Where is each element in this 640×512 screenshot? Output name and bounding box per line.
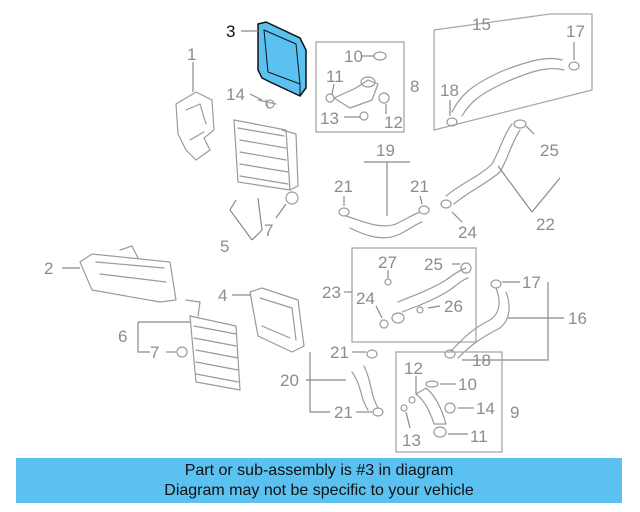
callout-22: 22 [536, 215, 555, 234]
part-4-duct-housing [249, 287, 305, 353]
callout-5: 5 [220, 237, 229, 256]
callout-12b: 12 [404, 359, 423, 378]
part-20-pipe [351, 349, 384, 417]
part-7-ring-a [285, 191, 299, 205]
leader-24b [375, 305, 383, 319]
leader-13b [405, 411, 411, 429]
callout-15: 15 [472, 15, 491, 34]
callout-18b: 18 [472, 351, 491, 370]
leader-7a [275, 203, 287, 219]
callout-7b: 7 [150, 343, 159, 362]
part-1 [175, 91, 215, 161]
callout-16: 16 [568, 309, 587, 328]
info-banner: Part or sub-assembly is #3 in diagram Di… [16, 458, 622, 503]
leader-26 [427, 305, 441, 309]
leader-5b [251, 197, 263, 241]
callout-10b: 10 [458, 375, 477, 394]
callout-14b: 14 [476, 399, 495, 418]
callout-24a: 24 [458, 223, 477, 242]
part-3-highlighted[interactable] [257, 21, 307, 97]
leader-22b [531, 177, 561, 213]
leader-24a [451, 211, 463, 223]
leader-14a [249, 93, 263, 101]
callout-14a: 14 [226, 85, 245, 104]
callout-10a: 10 [344, 47, 363, 66]
callout-26: 26 [444, 297, 463, 316]
parts-diagram: 3 1 14 5 7 2 6 7 4 [44, 13, 593, 453]
leader-20b [309, 352, 330, 413]
part-14-bolt [257, 99, 277, 109]
part-5-intercooler [233, 119, 299, 191]
callout-20: 20 [280, 371, 299, 390]
part-16-pipe [444, 279, 510, 359]
callout-12a: 12 [384, 113, 403, 132]
part-23-pipe [379, 262, 472, 329]
callout-21a: 21 [334, 177, 353, 196]
group-box-9 [395, 351, 503, 453]
banner-line-1: Part or sub-assembly is #3 in diagram [184, 462, 454, 479]
callout-19: 19 [376, 141, 395, 160]
callout-1: 1 [187, 45, 196, 64]
leader-6b [137, 322, 150, 353]
leader-5a [229, 199, 253, 241]
part-19-pipe [338, 205, 430, 239]
callout-3: 3 [226, 22, 235, 41]
callout-21c: 21 [330, 343, 349, 362]
callout-11a: 11 [326, 67, 344, 86]
callout-18a: 18 [440, 81, 459, 100]
callout-23: 23 [322, 283, 341, 302]
callout-8: 8 [410, 77, 419, 96]
callout-21d: 21 [334, 403, 353, 422]
callout-13b: 13 [402, 431, 421, 450]
callout-21b: 21 [410, 177, 429, 196]
callout-25b: 25 [424, 255, 443, 274]
leader-22a [497, 165, 533, 213]
part-6-intercooler [185, 299, 241, 391]
callout-13a: 13 [320, 109, 339, 128]
banner-line-2: Diagram may not be specific to your vehi… [164, 482, 474, 499]
callout-4: 4 [218, 286, 227, 305]
part-2-air-guide [79, 245, 177, 303]
callout-6: 6 [118, 327, 127, 346]
callout-27: 27 [378, 253, 397, 272]
leader-25a [525, 125, 535, 135]
leader-11a [331, 83, 335, 95]
callout-7a: 7 [264, 221, 273, 240]
leader-16a [462, 282, 549, 361]
callout-24b: 24 [356, 289, 375, 308]
part-15-pipe [446, 57, 580, 127]
part-22-pipe [440, 119, 527, 209]
callout-11b: 11 [470, 427, 488, 446]
callout-17a: 17 [566, 22, 585, 41]
callout-17b: 17 [522, 273, 541, 292]
part-7-ring-b [176, 346, 188, 358]
group-box-8 [315, 41, 405, 133]
callout-2: 2 [44, 259, 53, 278]
leader-21b [419, 195, 423, 205]
group-box-15 [433, 13, 593, 131]
part-9-hose [400, 380, 456, 438]
group-box-23 [351, 247, 477, 343]
callout-25a: 25 [540, 141, 559, 160]
callout-9: 9 [510, 403, 519, 422]
